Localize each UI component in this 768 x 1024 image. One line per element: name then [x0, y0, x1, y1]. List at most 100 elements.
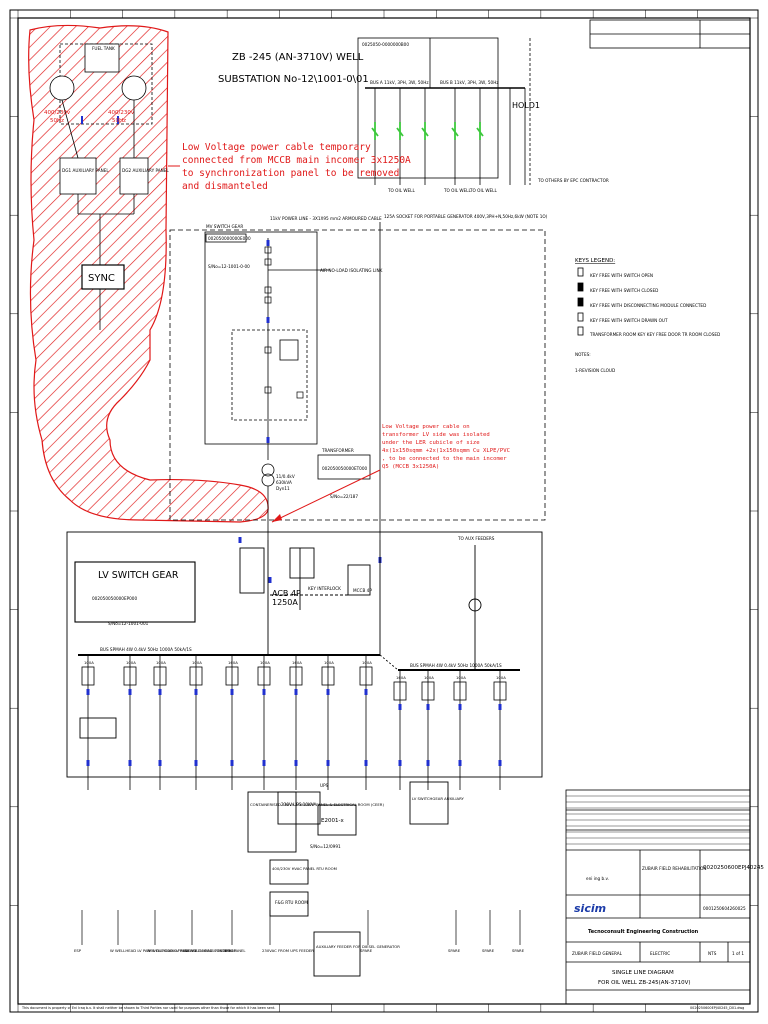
drawing-title-1: SINGLE LINE DIAGRAM — [612, 970, 674, 976]
frame-ticks — [10, 10, 758, 1012]
key-icon — [577, 297, 584, 307]
feeder-label: SPARE — [448, 948, 461, 953]
lv-switchgear-tag: 002050050000EP000 — [92, 596, 137, 601]
ups-sub: S/No=12/0991 — [310, 844, 341, 849]
lv-aux-label: LV SWITCHGEAR AUXILIARY — [412, 796, 464, 801]
legend-item-5: TRANSFORMER ROOM KEY KEY FREE DOOR TR RO… — [589, 332, 720, 337]
svg-text:under the LER cubicle of size: under the LER cubicle of size — [382, 440, 480, 446]
red-note-temporary-cable: Low Voltage power cable temporary connec… — [168, 142, 411, 192]
svg-text:transformer LV side was isolat: transformer LV side was isolated — [382, 432, 490, 438]
ups-box-label: 230V UPS 10KVA — [281, 802, 316, 807]
lv-switchgear-title: LV SWITCH GEAR — [98, 570, 179, 581]
transformer-title: TRANSFORMER — [321, 448, 354, 453]
transformer-sub: S/No=22/187 — [330, 494, 358, 499]
feeder: 100A — [421, 670, 435, 790]
red-note-lv-isolation: Low Voltage power cable on transformer L… — [271, 424, 510, 523]
blue-marker — [266, 317, 270, 323]
company-sicim: sicim — [574, 902, 606, 915]
title-line-1: ZB -245 (AN-3710V) WELL — [232, 52, 364, 63]
lv-switchgear-sub: S/No=12-1001-001 — [108, 621, 149, 626]
transformer-rating-3: Dyn11 — [276, 486, 290, 491]
feeder-rating: 100A — [84, 660, 94, 665]
to-aux-feeders: TO AUX FEEDERS — [457, 536, 495, 541]
feeder: 160A — [289, 655, 303, 790]
company-tecnoconsult: Tecnoconsult Engineering Construction — [588, 929, 699, 935]
feeder: 100A — [359, 655, 373, 790]
blue-marker — [268, 577, 272, 583]
drawing-title-2: FOR OIL WELL ZB-245(AN-3710V) — [598, 980, 691, 986]
feeder-rating: 100A — [192, 660, 202, 665]
gen-right-voltage: 400/230v — [108, 110, 135, 116]
footer-file: 0020250600EPJ40245_D01.dwg — [690, 1006, 744, 1010]
feeder: 100A — [189, 655, 203, 790]
keys-legend: KEYS LEGEND: KEY FREE WITH SWITCH OPEN K… — [575, 258, 720, 373]
scale: NTS — [708, 951, 717, 956]
to-oil-well-1: TO OIL WELL — [387, 188, 415, 193]
mv-switch — [296, 391, 304, 399]
hvac-panel-label: 400/230V HVAC PANEL RTU ROOM — [272, 866, 337, 871]
mv-breakers-green — [371, 122, 484, 140]
key-icon — [577, 267, 584, 277]
key-icon — [577, 312, 584, 322]
feeder-label: SPARE — [512, 948, 525, 953]
footer-notice: This document is property of Eni Iraq b.… — [21, 1006, 275, 1010]
hold-label: HOLD1 — [512, 101, 540, 110]
feeder: 160A — [225, 655, 239, 790]
feeder-rating: 100A — [156, 660, 166, 665]
feeder: 100A — [493, 670, 507, 790]
mv-switchgear-enclosure — [169, 222, 546, 540]
feeder: 100A — [123, 655, 137, 790]
feeder-label: SPARE — [482, 948, 495, 953]
revision-cloud-hatched — [28, 24, 269, 523]
lv-switchgear-enclosure — [66, 531, 543, 778]
mv-switch — [264, 246, 272, 254]
notes-title: NOTES: — [575, 352, 591, 357]
feeder-rating: 100A — [126, 660, 136, 665]
to-others-label: TO OTHERS BY EPC CONTRACTOR — [537, 178, 609, 183]
socket-label: 125A SOCKET FOR PORTABLE GENERATOR 400V,… — [384, 214, 548, 219]
feeder-rating: 100A — [456, 675, 466, 680]
note-1: 1-REVISION CLOUD — [575, 368, 615, 373]
mv-switch — [264, 296, 272, 304]
mv-switchgear-sub: S/No=12-1001-0-00 — [208, 264, 250, 269]
key-icon — [577, 282, 584, 292]
blue-marker — [266, 240, 270, 246]
legend-item-2: KEY FREE WITH SWITCH CLOSED — [590, 288, 658, 293]
mv-switch — [264, 286, 272, 294]
feeder-rating: 100A — [260, 660, 270, 665]
to-oil-well-3: TO OIL WELL — [469, 188, 497, 193]
feeder-label: W WELLHEAD LV PANEL OUTGOING FEEDER 2 — [147, 948, 234, 953]
bus-a-11kv: BUS A 11kV, 3PH, 3W, 50Hz — [370, 80, 429, 85]
key-interlock-label: KEY INTERLOCK — [308, 586, 341, 591]
sync-label: SYNC — [88, 273, 115, 284]
feeder-label: W WELLHEAD LV PANEL OUTGOING FEEDER 1 — [110, 948, 197, 953]
mv-cable-label: 11kV POWER LINE - 3X1X95 mm2 ARMOURED CA… — [270, 216, 382, 221]
acb-label: ACB 4P — [272, 589, 301, 598]
transformer-rating-2: 630kVA — [276, 480, 292, 485]
mv-switchgear-tag: 002050000000E000 — [208, 236, 251, 241]
dg2-panel-label: DG2 AUXILIARY PANEL — [122, 168, 169, 173]
bottom-boxes — [247, 781, 449, 977]
mv-tag: 0025050-0000000B00 — [362, 42, 409, 47]
title-line-2: SUBSTATION No-12\1001-0\01 — [218, 74, 369, 85]
blue-marker — [238, 537, 242, 543]
gen-left-frequency: 50Hz — [50, 118, 64, 124]
dg1-panel-label: DG1 AUXILIARY PANEL — [62, 168, 109, 173]
title-block — [565, 19, 751, 1005]
svg-text:Q5 (MCCB 3x1250A): Q5 (MCCB 3x1250A) — [382, 464, 439, 470]
feeder-rating: 100A — [324, 660, 334, 665]
e2001-label: E2001-x — [321, 818, 344, 824]
svg-text:Low Voltage power cable on: Low Voltage power cable on — [382, 424, 470, 430]
svg-text:, to be connected to the main: , to be connected to the main incomer — [382, 456, 507, 462]
legend-item-4: KEY FREE WITH SWITCH DRAWN OUT — [590, 318, 668, 323]
feeder: 100A — [321, 655, 335, 790]
mv-switchgear-title: MV SWITCH GEAR — [206, 224, 243, 229]
svg-text:Low Voltage power cable tempor: Low Voltage power cable temporary — [182, 142, 371, 153]
feeder-label: SPARE — [224, 948, 237, 953]
gen-right-frequency: 50Hz — [112, 118, 126, 124]
feeder-label: SPARE — [360, 948, 373, 953]
transformer-rating-1: 11/0.4kV — [276, 474, 295, 479]
sheet-number: 1 of 1 — [732, 951, 744, 956]
